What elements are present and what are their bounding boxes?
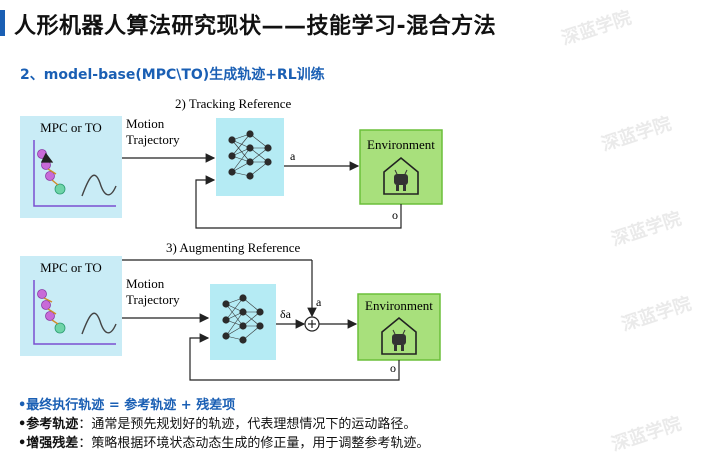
neural-network-icon [228, 130, 272, 180]
residual-label: δa [280, 307, 292, 321]
mpc-source-box [20, 116, 122, 218]
watermark: 深蓝学院 [608, 413, 684, 456]
trajectory-plot-icon [33, 140, 117, 207]
section-subtitle: 2、model-base(MPC\TO)生成轨迹+RL训练 [20, 67, 325, 83]
hybrid-method-diagram: 2) Tracking Reference MPC or TO Motion T… [20, 96, 443, 381]
bullet-reference-term: •参考轨迹 [18, 417, 79, 432]
bullet-residual: •增强残差：策略根据环境状态动态生成的修正量，用于调整参考轨迹。 [18, 434, 429, 453]
sum-node [304, 316, 320, 332]
trajectory-plot-icon [33, 280, 117, 345]
mpc-source-box [20, 256, 122, 356]
observation-feedback-arrow [189, 333, 400, 381]
title-bar: 人形机器人算法研究现状——技能学习-混合方法 [0, 0, 704, 44]
bullet-reference: •参考轨迹：通常是预先规划好的轨迹，代表理想情况下的运动路径。 [18, 415, 429, 434]
reference-action-label: a [316, 295, 322, 309]
augmenting-reference-panel: 3) Augmenting Reference MPC or TO Motion… [20, 240, 441, 381]
tracking-reference-panel: 2) Tracking Reference MPC or TO Motion T… [20, 96, 443, 229]
page-title: 人形机器人算法研究现状——技能学习-混合方法 [14, 14, 497, 39]
observation-label: o [392, 208, 398, 222]
bullet-residual-term: •增强残差 [18, 436, 79, 451]
policy-network-box [216, 118, 284, 196]
house-robot-icon [383, 156, 419, 195]
environment-label: Environment [367, 137, 435, 152]
motion-label-line1: Motion [126, 116, 165, 131]
mpc-source-label: MPC or TO [40, 120, 102, 135]
environment-box [359, 129, 443, 205]
action-label: a [290, 149, 296, 163]
bullet-residual-desc: ：策略根据环境状态动态生成的修正量，用于调整参考轨迹。 [78, 436, 430, 451]
observation-label: o [390, 361, 396, 375]
tracking-caption: 2) Tracking Reference [175, 96, 291, 111]
augmenting-caption: 3) Augmenting Reference [166, 240, 301, 255]
title-accent-bar [0, 10, 5, 36]
bullet-formula: •最终执行轨迹 = 参考轨迹 + 残差项 [18, 398, 236, 413]
bullet-list: •最终执行轨迹 = 参考轨迹 + 残差项 •参考轨迹：通常是预先规划好的轨迹，代… [18, 396, 429, 453]
mpc-source-label: MPC or TO [40, 260, 102, 275]
neural-network-icon [222, 294, 264, 344]
environment-box [357, 293, 441, 361]
house-robot-icon [381, 316, 417, 355]
bullet-reference-desc: ：通常是预先规划好的轨迹，代表理想情况下的运动路径。 [78, 417, 417, 432]
motion-label-line2: Trajectory [126, 292, 180, 307]
motion-label-line2: Trajectory [126, 132, 180, 147]
observation-feedback-arrow [195, 175, 402, 229]
motion-label-line1: Motion [126, 276, 165, 291]
environment-label: Environment [365, 298, 433, 313]
